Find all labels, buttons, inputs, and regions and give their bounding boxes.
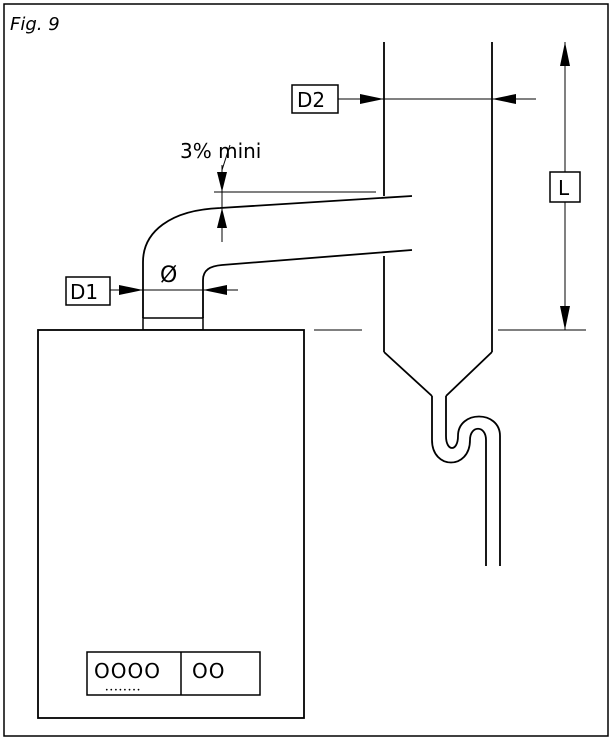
chimney bbox=[383, 42, 501, 566]
d1-arrow-right bbox=[203, 285, 227, 295]
slope-arrow-top bbox=[217, 172, 227, 192]
siphon-inner bbox=[445, 396, 501, 566]
dimension-d2: D2 bbox=[291, 84, 536, 114]
indicator-lights-left: OOOO bbox=[94, 659, 161, 683]
d2-label: D2 bbox=[297, 88, 325, 112]
l-label-box bbox=[549, 171, 581, 203]
indicator-dots: •••••••• bbox=[105, 687, 141, 694]
slope-arrow-bottom bbox=[217, 208, 227, 228]
slope-label: 3% mini bbox=[180, 139, 261, 163]
figure-border bbox=[3, 3, 609, 737]
connecting-flue bbox=[142, 195, 413, 331]
l-label: L bbox=[558, 176, 570, 200]
flue-collar bbox=[142, 317, 204, 331]
indicator-lights-right: OO bbox=[192, 659, 225, 683]
dimension-l: L bbox=[314, 42, 586, 331]
siphon-outer bbox=[431, 396, 487, 566]
d2-arrow-right bbox=[492, 94, 516, 104]
control-panel bbox=[86, 651, 261, 696]
diameter-symbol: Ø bbox=[160, 263, 177, 288]
hopper-right bbox=[445, 351, 493, 397]
figure-caption: Fig. 9 bbox=[10, 14, 60, 35]
dimension-d1: D1 Ø bbox=[65, 263, 238, 306]
d1-label-box bbox=[65, 276, 111, 306]
d2-arrow-left bbox=[360, 94, 384, 104]
l-arrow-top bbox=[560, 42, 570, 66]
boiler: OOOO OO •••••••• bbox=[37, 329, 305, 719]
d1-label: D1 bbox=[70, 280, 98, 304]
l-arrow-bottom bbox=[560, 306, 570, 330]
d1-arrow-left bbox=[119, 285, 143, 295]
slope-annotation: 3% mini bbox=[180, 139, 376, 242]
flue-inner-edge bbox=[202, 249, 413, 318]
hopper-left bbox=[383, 351, 433, 397]
slope-leader bbox=[221, 144, 231, 171]
flue-outer-edge bbox=[142, 195, 413, 318]
